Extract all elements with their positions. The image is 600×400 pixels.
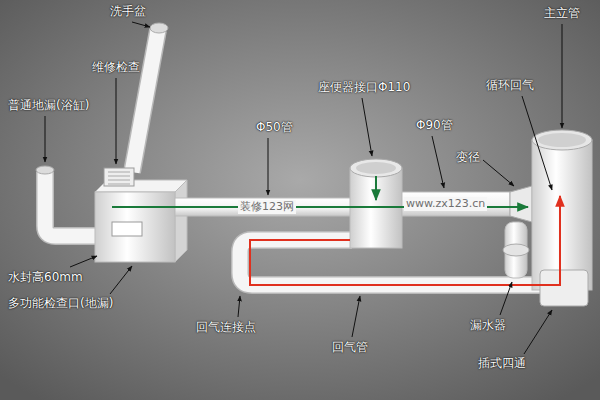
callout-label: 座便器接口Φ110: [318, 80, 410, 95]
callout-label: Φ50管: [256, 120, 293, 135]
inspection-box: [95, 168, 187, 262]
four-way-fitting: [540, 270, 588, 306]
toilet-inlet: [350, 159, 402, 248]
callout-label: 回气管: [332, 340, 368, 355]
callout-label: 水封高60mm: [8, 270, 83, 285]
callout-label: 洗手盆: [110, 4, 146, 19]
callout-label: 主立管: [544, 6, 580, 21]
callout-label: 插式四通: [478, 356, 526, 371]
drain-flow-line: [375, 176, 377, 200]
callout-label: 回气连接点: [196, 320, 256, 335]
callout-label: 维修检查: [92, 60, 140, 75]
callout-label: Φ90管: [416, 118, 453, 133]
callout-label: 多功能检查口(地漏): [8, 296, 113, 311]
washbasin-pipe: [132, 23, 168, 172]
leader-lines: [45, 22, 562, 354]
leak-device: [503, 222, 529, 278]
watermark-text: www.zx123.cn: [404, 197, 487, 211]
watermark-text: 装修123网: [238, 200, 296, 214]
callout-label: 漏水器: [470, 318, 506, 333]
callout-label: 变径: [456, 150, 480, 165]
reducer: [510, 186, 532, 222]
callout-label: 普通地漏(浴缸): [8, 98, 89, 113]
bathtub-drain-pipe: [36, 166, 98, 236]
callout-label: 循环回气: [486, 78, 534, 93]
air-return-line: [250, 196, 560, 285]
pipe-90: [402, 192, 510, 216]
